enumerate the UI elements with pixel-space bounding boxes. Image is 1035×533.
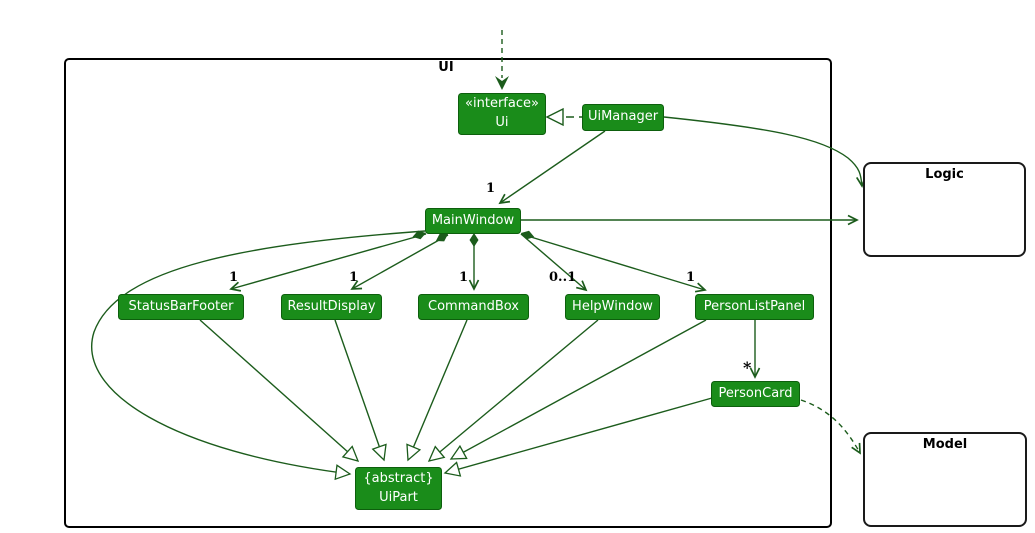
edge-personcard-model (800, 399, 861, 455)
composition-diamond-statusbarfooter (412, 230, 426, 240)
class-uipart: {abstract} UiPart (355, 467, 442, 510)
class-mainwindow: MainWindow (425, 208, 521, 234)
component-logic: Logic (863, 162, 1026, 257)
edge-uimanager-mainwindow (498, 130, 606, 205)
multiplicity-mainwindow: 1 (486, 181, 496, 196)
class-uipart-label: UiPart (379, 489, 418, 505)
class-uimanager: UiManager (582, 104, 664, 131)
component-model: Model (863, 432, 1027, 527)
edge-mainwindow-personlistpanel (520, 233, 707, 293)
edge-mainwindow-statusbarfooter (229, 233, 427, 292)
class-mainwindow-label: MainWindow (431, 212, 515, 228)
multiplicity-statusbarfooter: 1 (229, 270, 239, 285)
multiplicity-resultdisplay: 1 (349, 270, 359, 285)
ui-package-frame (64, 58, 832, 528)
class-commandbox-label: CommandBox (428, 298, 519, 314)
class-helpwindow-label: HelpWindow (572, 298, 653, 314)
class-resultdisplay-label: ResultDisplay (287, 298, 376, 314)
class-personlistpanel: PersonListPanel (695, 294, 814, 320)
class-ui-interface-stereotype: «interface» (465, 96, 539, 112)
multiplicity-commandbox: 1 (459, 270, 469, 285)
composition-diamond-resultdisplay (435, 233, 448, 242)
component-model-label: Model (922, 437, 968, 452)
class-uimanager-label: UiManager (587, 109, 659, 125)
class-uipart-modifier: {abstract} (363, 470, 434, 486)
class-statusbarfooter-label: StatusBarFooter (128, 298, 234, 314)
class-ui-interface-label: Ui (495, 115, 509, 130)
class-ui-interface: «interface» Ui (458, 93, 546, 135)
multiplicity-personcard: * (743, 358, 752, 377)
edge-mainwindow-helpwindow (520, 233, 588, 292)
edge-resultdisplay-uipart (334, 319, 387, 462)
class-personlistpanel-label: PersonListPanel (703, 298, 806, 314)
edge-personcard-uipart (443, 397, 713, 477)
multiplicity-helpwindow: 0..1 (549, 270, 577, 285)
class-personcard: PersonCard (711, 381, 800, 407)
ui-package-label: UI (438, 60, 454, 75)
realization-triangle-ui (545, 107, 564, 127)
edge-uimanager-logic (663, 116, 867, 188)
edge-helpwindow-uipart (427, 319, 599, 462)
class-statusbarfooter: StatusBarFooter (118, 294, 244, 320)
edge-mainwindow-resultdisplay (350, 234, 449, 290)
class-helpwindow: HelpWindow (565, 294, 660, 320)
class-personcard-label: PersonCard (718, 385, 793, 401)
edge-mainwindow-uipart (91, 230, 426, 481)
multiplicity-personlistpanel: 1 (686, 270, 696, 285)
component-logic-label: Logic (925, 167, 964, 182)
composition-diamond-right (521, 230, 535, 240)
dependency-top-arrowhead (495, 76, 509, 90)
class-resultdisplay: ResultDisplay (281, 294, 382, 320)
edge-commandbox-uipart (406, 319, 468, 462)
composition-diamond-commandbox (469, 233, 479, 247)
edge-personlistpanel-uipart (449, 319, 707, 460)
class-commandbox: CommandBox (418, 294, 529, 320)
edge-statusbarfooter-uipart (199, 319, 360, 462)
